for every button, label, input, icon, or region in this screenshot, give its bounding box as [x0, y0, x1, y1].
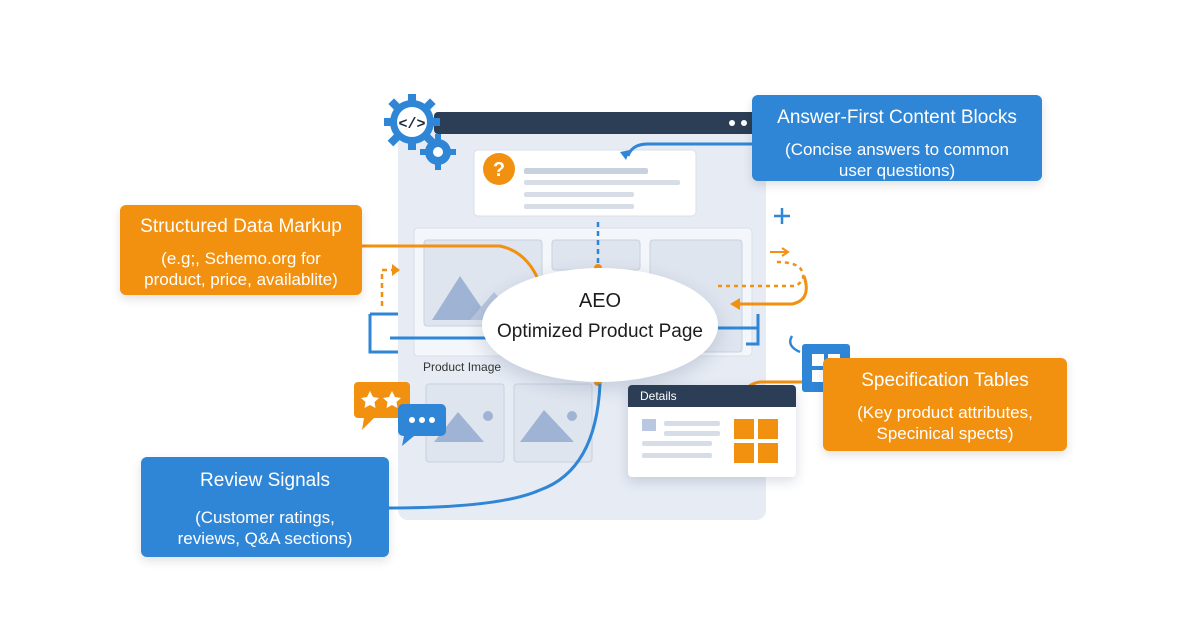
callout-review: Review Signals (Customer ratings, review…: [141, 457, 389, 557]
connector-answer: [626, 142, 752, 157]
question-icon: ?: [483, 153, 515, 185]
callout-structured-data-title: Structured Data Markup: [140, 216, 342, 237]
details-body: [642, 419, 778, 463]
callout-specification-title: Specification Tables: [861, 370, 1029, 391]
callout-answer-first-sub2: user questions): [838, 161, 956, 180]
callout-answer-first-title: Answer-First Content Blocks: [777, 107, 1017, 128]
svg-text:</>: </>: [398, 116, 425, 133]
gear-code-icon: </>: [384, 94, 456, 170]
center-title: AEO: [578, 290, 622, 312]
callout-answer-first: Answer-First Content Blocks (Concise ans…: [752, 95, 1042, 181]
center-node: AEO Optimized Product Page: [482, 268, 718, 382]
star-rating-icon: [354, 382, 410, 430]
answer-card: [473, 149, 697, 217]
callout-specification-sub1: (Key product attributes,: [857, 403, 1033, 422]
details-card: Details: [628, 385, 796, 477]
callout-specification-sub2: Specinical spects): [876, 424, 1014, 443]
chat-bubble-icon: [398, 404, 446, 446]
product-image-label: Product Image: [423, 360, 502, 374]
connector-spec-back: [740, 275, 808, 306]
callout-structured-data: Structured Data Markup (e.g;, Schemo.org…: [120, 205, 362, 295]
callout-structured-data-sub2: product, price, availablite): [144, 270, 338, 289]
callout-structured-data-sub1: (e.g;, Schemo.org for: [161, 249, 321, 268]
callout-review-sub1: (Customer ratings,: [195, 508, 335, 527]
connector-review: [387, 383, 602, 510]
details-header: Details: [628, 385, 796, 407]
svg-text:?: ?: [493, 159, 505, 181]
callout-review-sub2: reviews, Q&A sections): [177, 529, 353, 548]
spec-grid-icon: [734, 419, 778, 463]
center-subtitle: Optimized Product Page: [497, 321, 703, 342]
browser-bar: [434, 112, 756, 134]
callout-answer-first-sub1: (Concise answers to common: [785, 140, 1009, 159]
callout-review-title: Review Signals: [200, 470, 330, 491]
callout-specification: Specification Tables (Key product attrib…: [823, 358, 1067, 451]
